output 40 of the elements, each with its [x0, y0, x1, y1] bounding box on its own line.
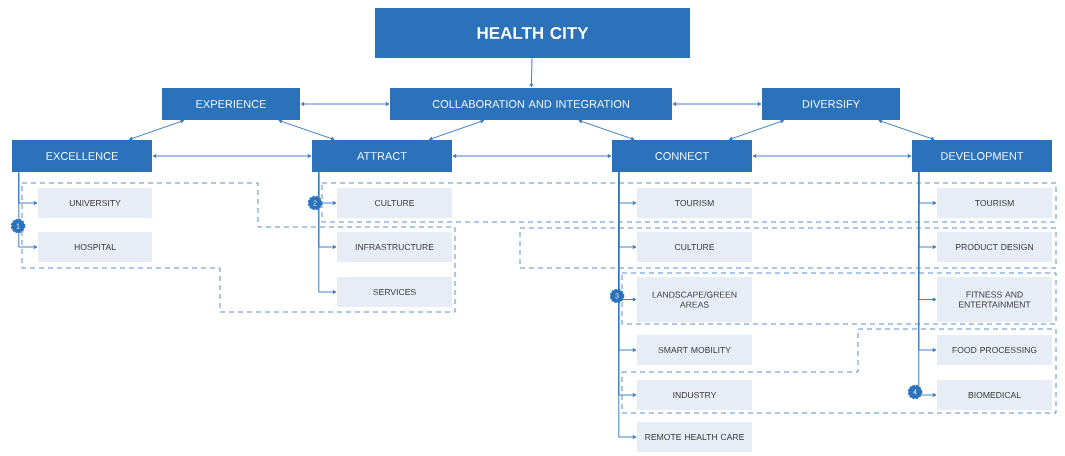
arrow: [428, 119, 485, 141]
category-box: SERVICES: [337, 277, 452, 307]
category-box: LANDSCAPE/GREEN AREAS: [637, 277, 752, 322]
heading-box: COLLABORATION AND INTEGRATION: [390, 88, 672, 120]
category-box: FOOD PROCESSING: [937, 335, 1052, 365]
arrow: [618, 171, 637, 439]
arrow: [529, 57, 534, 88]
arrow: [318, 171, 337, 294]
arrow: [918, 171, 937, 397]
heading-box: DIVERSIFY: [762, 88, 900, 120]
arrow: [452, 154, 612, 158]
arrow: [578, 119, 635, 141]
category-box: SMART MOBILITY: [637, 335, 752, 365]
category-box: TOURISM: [937, 188, 1052, 218]
category-box: PRODUCT DESIGN: [937, 232, 1052, 262]
category-box: BIOMEDICAL: [937, 380, 1052, 410]
category-box: CULTURE: [337, 188, 452, 218]
arrow: [152, 154, 312, 158]
heading-box: EXPERIENCE: [162, 88, 300, 120]
heading-box: CONNECT: [612, 140, 752, 172]
arrow: [878, 119, 935, 141]
category-box: REMOTE HEALTH CARE: [637, 422, 752, 452]
category-box: INDUSTRY: [637, 380, 752, 410]
heading-box: EXCELLENCE: [12, 140, 152, 172]
category-box: FITNESS AND ENTERTAINMENT: [937, 277, 1052, 322]
arrow: [128, 119, 185, 141]
category-box: UNIVERSITY: [38, 188, 152, 218]
arrow: [300, 102, 390, 106]
arrow: [18, 171, 38, 249]
arrow: [278, 119, 335, 141]
category-box: INFRASTRUCTURE: [337, 232, 452, 262]
title-box: HEALTH CITY: [375, 8, 690, 58]
arrow: [672, 102, 762, 106]
category-box: HOSPITAL: [38, 232, 152, 262]
heading-box: ATTRACT: [312, 140, 452, 172]
arrow: [752, 154, 912, 158]
heading-box: DEVELOPMENT: [912, 140, 1052, 172]
category-box: CULTURE: [637, 232, 752, 262]
arrow: [728, 119, 785, 141]
category-box: TOURISM: [637, 188, 752, 218]
